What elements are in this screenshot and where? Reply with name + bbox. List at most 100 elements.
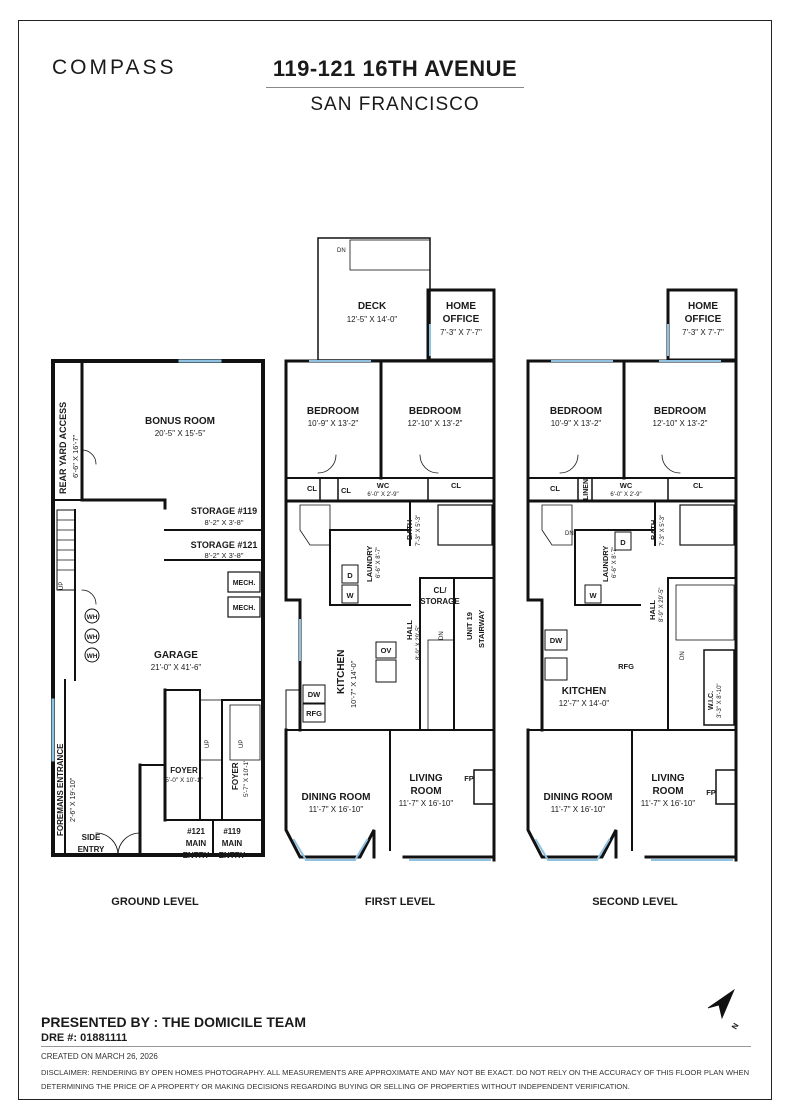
dishwasher-label: DW — [308, 690, 321, 699]
fireplace-2-label: FP — [706, 788, 716, 797]
second-hall-stair-dn-label: DN — [680, 651, 686, 660]
laundry-dim: 6'-6" X 8'-7" — [376, 547, 382, 578]
bedroom-3-label: BEDROOM — [550, 406, 602, 417]
ground-level-plan — [51, 359, 265, 857]
cl-storage-label-2: STORAGE — [420, 597, 460, 606]
dining-room-2-dim: 11'-7" X 16'-10" — [551, 805, 606, 814]
entry-119-label-2: MAIN — [222, 839, 243, 848]
water-heater-label-1: WH — [87, 614, 98, 621]
home-office-label-1: HOME — [446, 301, 476, 312]
dining-room-dim: 11'-7" X 16'-10" — [309, 805, 364, 814]
foyer-121-label: FOYER — [170, 766, 198, 775]
bonus-room-dim: 20'-5" X 15'-5" — [155, 429, 206, 438]
mech-label-1: MECH. — [233, 580, 256, 587]
dining-room-2-label: DINING ROOM — [544, 792, 613, 803]
closet-label-4: CL — [550, 484, 560, 493]
living-room-2-label-1: LIVING — [651, 773, 685, 784]
garage-dim: 21'-0" X 41'-6" — [151, 663, 202, 672]
linen-label: LINEN — [583, 479, 590, 500]
dre-number: DRE #: 01881111 — [41, 1032, 128, 1044]
closet-label-3: CL — [451, 481, 461, 490]
property-city: SAN FRANCISCO — [310, 94, 480, 115]
page-frame — [18, 20, 772, 1100]
compass-logo: COMPASS — [52, 56, 177, 79]
property-address: 119-121 16TH AVENUE — [272, 56, 518, 81]
hall-2-dim: 8'-9" X 29'-5" — [659, 587, 665, 622]
kitchen-2-dim: 12'-7" X 14'-0" — [559, 699, 610, 708]
refrigerator-label: RFG — [306, 709, 322, 718]
closet-label-5: CL — [693, 481, 703, 490]
storage-119-label: STORAGE #119 — [191, 506, 257, 516]
footer-divider — [41, 1046, 751, 1047]
cl-storage-label-1: CL/ — [434, 586, 448, 595]
walk-in-closet-label: W.I.C. — [708, 691, 715, 710]
bedroom-2-label: BEDROOM — [409, 406, 461, 417]
north-label: N — [730, 1021, 741, 1031]
foremans-entrance-dim: 2'-6" X 19'-10" — [70, 777, 77, 822]
living-room-dim: 11'-7" X 16'-10" — [399, 799, 454, 808]
bedroom-3-dim: 10'-9" X 13'-2" — [551, 419, 602, 428]
unit19-stairway-label: STAIRWAY — [477, 610, 486, 648]
rear-yard-dim: 6'-6" X 16'-7" — [71, 434, 80, 478]
wc-2-dim: 6'-0" X 2'-9" — [610, 492, 641, 498]
bedroom-1-dim: 10'-9" X 13'-2" — [308, 419, 359, 428]
washer-2-label: W — [589, 591, 597, 600]
foyer-stair-up-label-1: UP — [205, 740, 211, 748]
second-level-title: SECOND LEVEL — [592, 896, 678, 908]
wc-2-label: WC — [620, 481, 633, 490]
refrigerator-2-label: RFG — [618, 662, 634, 671]
storage-121-dim: 8'-2" X 3'-8" — [204, 551, 243, 560]
bedroom-2-dim: 12'-10" X 13'-2" — [408, 419, 463, 428]
presented-by: PRESENTED BY : THE DOMICILE TEAM — [41, 1014, 306, 1030]
dryer-label: D — [347, 571, 353, 580]
laundry-label: LAUNDRY — [365, 546, 374, 582]
oven-label: OV — [381, 646, 392, 655]
storage-121-label: STORAGE #121 — [191, 540, 258, 550]
bath-2-label: BATH — [649, 520, 658, 540]
first-stair-dn-label: DN — [439, 631, 445, 640]
side-entry-label-2: ENTRY — [78, 845, 105, 854]
closet-label-1: CL — [307, 484, 317, 493]
deck-label: DECK — [358, 301, 387, 312]
fireplace-label: FP — [464, 774, 474, 783]
laundry-2-dim: 6'-6" X 8'-7" — [612, 547, 618, 578]
laundry-2-label: LAUNDRY — [601, 546, 610, 582]
north-arrow-icon — [707, 988, 735, 1020]
water-heater-label-2: WH — [87, 634, 98, 641]
rear-yard-label: REAR YARD ACCESS — [58, 402, 68, 494]
side-entry-label-1: SIDE — [82, 833, 101, 842]
hall-2-label: HALL — [648, 600, 657, 620]
bath-2-dim: 7'-3" X 5'-3" — [660, 515, 666, 546]
home-office-2-dim: 7'-3" X 7'-7" — [682, 328, 724, 337]
entry-119-label-3: ENTRY — [219, 851, 246, 860]
deck-dim: 12'-5" X 14'-0" — [347, 315, 398, 324]
dryer-2-label: D — [620, 538, 626, 547]
deck-stair-dn-label: DN — [337, 248, 346, 254]
wc-label: WC — [377, 481, 390, 490]
walk-in-closet-dim: 3'-3" X 8'-10" — [717, 683, 723, 718]
created-date: CREATED ON MARCH 26, 2026 — [41, 1052, 158, 1061]
living-room-label-1: LIVING — [409, 773, 443, 784]
kitchen-2-label: KITCHEN — [562, 686, 606, 697]
foyer-119-dim: 5'-7" X 10'-1" — [243, 759, 250, 797]
home-office-2-label-1: HOME — [688, 301, 718, 312]
dishwasher-2-label: DW — [550, 636, 563, 645]
entry-121-label-1: #121 — [187, 827, 205, 836]
foyer-121-dim: 5'-0" X 10'-1" — [165, 777, 203, 784]
dining-room-label: DINING ROOM — [302, 792, 371, 803]
wc-dim: 6'-0" X 2'-9" — [367, 492, 398, 498]
home-office-label-2: OFFICE — [443, 314, 480, 325]
bedroom-4-label: BEDROOM — [654, 406, 706, 417]
entry-119-label-1: #119 — [223, 827, 241, 836]
hall-dim: 8'-9" X 29'-5" — [416, 625, 422, 660]
foyer-119-label: FOYER — [231, 762, 240, 790]
bedroom-4-dim: 12'-10" X 13'-2" — [653, 419, 708, 428]
bonus-room-label: BONUS ROOM — [145, 416, 215, 427]
ground-stair-up-label: UP — [59, 582, 65, 590]
closet-label-2: CL — [341, 486, 351, 495]
first-level-plan — [284, 237, 496, 862]
foremans-entrance-label: FOREMANS ENTRANCE — [56, 743, 65, 836]
second-stair-dn-label: DN — [565, 531, 574, 537]
home-office-dim: 7'-3" X 7'-7" — [440, 328, 482, 337]
